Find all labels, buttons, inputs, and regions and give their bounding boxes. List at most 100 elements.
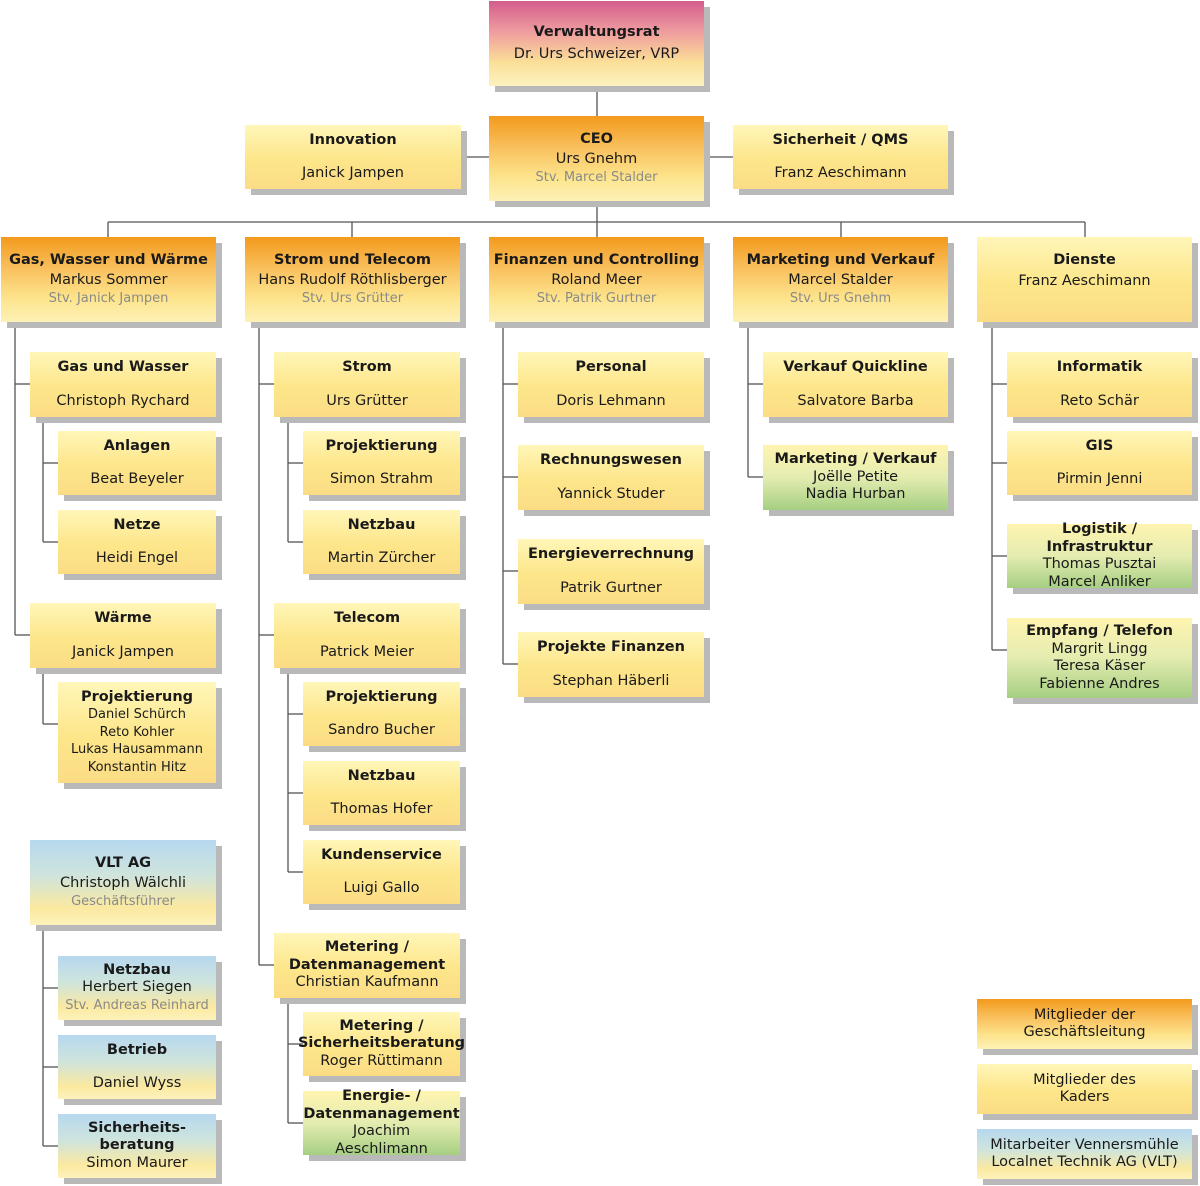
box-title: Anlagen xyxy=(103,437,171,454)
box-person: Patrick Meier xyxy=(320,643,414,660)
box-title: Metering / xyxy=(324,939,410,956)
box-deputy: Stv. Patrik Gurtner xyxy=(536,290,657,306)
box-title: Metering / xyxy=(339,1017,424,1034)
box-person: Franz Aeschimann xyxy=(1018,272,1151,289)
box-person: Janick Jampen xyxy=(302,165,404,181)
legend-management: Mitglieder der Geschäftsleitung xyxy=(977,999,1192,1049)
box-person: Herbert Siegen xyxy=(82,979,192,996)
box-person: Luigi Gallo xyxy=(343,880,420,896)
box-person: Sandro Bucher xyxy=(328,722,435,738)
box-title: Sicherheitsberatung xyxy=(297,1035,466,1052)
unit-box-heat: Wärme Janick Jampen xyxy=(30,603,216,668)
unit-box-construction-power: Netzbau Martin Zürcher xyxy=(303,510,460,574)
legend-label: Mitglieder des xyxy=(1033,1071,1136,1088)
legend-label: Localnet Technik AG (VLT) xyxy=(991,1154,1178,1170)
box-person: Marcel Anliker xyxy=(1048,573,1151,590)
department-box-services: Dienste Franz Aeschimann xyxy=(977,237,1192,322)
box-person: Franz Aeschimann xyxy=(774,165,907,181)
legend-label: Kaders xyxy=(1059,1089,1110,1105)
unit-box-reception: Empfang / Telefon Margrit Lingg Teresa K… xyxy=(1007,618,1192,698)
box-person: Stephan Häberli xyxy=(552,672,670,689)
box-person: Roger Rüttimann xyxy=(320,1052,443,1069)
box-person: Dr. Urs Schweizer, VRP xyxy=(513,45,680,62)
box-person: Thomas Hofer xyxy=(330,801,433,817)
box-title: Gas und Wasser xyxy=(57,359,189,375)
unit-box-logistics: Logistik / Infrastruktur Thomas Pusztai … xyxy=(1007,521,1192,590)
box-title: Netzbau xyxy=(347,767,416,784)
box-person: Doris Lehmann xyxy=(556,392,666,409)
box-title: Strom xyxy=(342,359,392,375)
unit-box-customer-service: Kundenservice Luigi Gallo xyxy=(303,840,460,904)
box-person: Simon Maurer xyxy=(86,1154,188,1171)
box-person: Patrik Gurtner xyxy=(560,579,662,596)
box-title: Empfang / Telefon xyxy=(1026,623,1173,639)
unit-box-energy-data: Energie- / Datenmanagement Joachim Aesch… xyxy=(303,1088,460,1157)
box-person: Margrit Lingg xyxy=(1051,640,1148,657)
unit-box-power: Strom Urs Grütter xyxy=(274,352,460,417)
unit-box-planning-power: Projektierung Simon Strahm xyxy=(303,431,460,495)
box-person: Heidi Engel xyxy=(95,550,179,566)
box-title: Sicherheit / QMS xyxy=(772,131,909,148)
box-person: Lukas Hausammann xyxy=(71,742,203,758)
unit-box-metering-safety: Metering / Sicherheitsberatung Roger Rüt… xyxy=(298,1012,465,1076)
unit-box-gas-water: Gas und Wasser Christoph Rychard xyxy=(30,352,216,417)
box-person: Beat Beyeler xyxy=(90,471,184,487)
unit-box-energy-billing: Energieverrechnung Patrik Gurtner xyxy=(518,539,704,604)
unit-box-gis: GIS Pirmin Jenni xyxy=(1007,431,1192,495)
box-deputy: Geschäftsführer xyxy=(71,893,175,909)
box-title: GIS xyxy=(1085,437,1114,454)
box-person: Nadia Hurban xyxy=(805,486,906,503)
unit-box-quickline-sales: Verkauf Quickline Salvatore Barba xyxy=(763,352,948,417)
box-person: Reto Kohler xyxy=(99,724,175,740)
legend-cadre: Mitglieder des Kaders xyxy=(977,1064,1192,1114)
legend-label: Geschäftsleitung xyxy=(1023,1024,1146,1040)
unit-box-networks: Netze Heidi Engel xyxy=(58,510,216,574)
box-title: Verwaltungsrat xyxy=(533,24,660,40)
box-person: Martin Zürcher xyxy=(327,550,436,566)
box-title: Finanzen und Controlling xyxy=(493,251,700,268)
box-person: Daniel Wyss xyxy=(92,1075,182,1091)
box-person: Roland Meer xyxy=(551,272,642,289)
box-title: Wärme xyxy=(94,610,152,626)
box-title: Marketing und Verkauf xyxy=(746,251,935,268)
box-person: Thomas Pusztai xyxy=(1042,556,1157,572)
unit-box-planning-heat: Projektierung Daniel Schürch Reto Kohler… xyxy=(58,682,216,783)
box-person: Christoph Wälchli xyxy=(60,875,186,892)
box-person: Urs Gnehm xyxy=(555,151,638,168)
box-deputy: Stv. Janick Jampen xyxy=(48,290,169,306)
box-title: Rechnungswesen xyxy=(540,452,682,468)
vlt-unit-box-operations: Betrieb Daniel Wyss xyxy=(58,1035,216,1099)
box-title: Innovation xyxy=(309,131,397,148)
box-title: Logistik / Infrastruktur xyxy=(1046,521,1153,555)
box-title: Dienste xyxy=(1053,252,1116,268)
box-person: Konstantin Hitz xyxy=(87,759,187,775)
box-title: Netzbau xyxy=(103,961,171,978)
unit-box-plants: Anlagen Beat Beyeler xyxy=(58,431,216,495)
box-person: Christian Kaufmann xyxy=(295,974,439,991)
board-box: Verwaltungsrat Dr. Urs Schweizer, VRP xyxy=(489,1,704,86)
box-deputy: Stv. Marcel Stalder xyxy=(535,169,658,185)
box-title: Datenmanagement xyxy=(288,956,446,973)
box-deputy: Stv. Urs Grütter xyxy=(301,290,404,306)
unit-box-metering: Metering / Datenmanagement Christian Kau… xyxy=(274,933,460,998)
unit-box-planning-telecom: Projektierung Sandro Bucher xyxy=(303,682,460,746)
legend-label: Mitarbeiter Vennersmühle xyxy=(990,1136,1179,1153)
security-qms-box: Sicherheit / QMS Franz Aeschimann xyxy=(733,125,948,189)
box-title: Marketing / Verkauf xyxy=(774,451,937,468)
box-title: Gas, Wasser und Wärme xyxy=(9,251,208,268)
department-box-gas-water-heat: Gas, Wasser und Wärme Markus Sommer Stv.… xyxy=(1,237,216,322)
legend-label: Mitglieder der xyxy=(1033,1006,1136,1023)
vlt-unit-box-safety: Sicherheits- beratung Simon Maurer xyxy=(58,1114,216,1178)
department-box-finance: Finanzen und Controlling Roland Meer Stv… xyxy=(489,237,704,322)
box-person: Teresa Käser xyxy=(1053,658,1146,674)
box-person: Daniel Schürch xyxy=(88,707,186,723)
box-person: Pirmin Jenni xyxy=(1056,471,1143,487)
unit-box-marketing-sales-staff: Marketing / Verkauf Joëlle Petite Nadia … xyxy=(763,445,948,510)
box-person: Joachim Aeschlimann xyxy=(335,1123,428,1157)
vlt-unit-box-grid: Netzbau Herbert Siegen Stv. Andreas Rein… xyxy=(58,956,216,1020)
box-title: Betrieb xyxy=(106,1041,168,1058)
box-title: beratung xyxy=(99,1137,175,1154)
vlt-box: VLT AG Christoph Wälchli Geschäftsführer xyxy=(30,840,216,925)
box-person: Urs Grütter xyxy=(326,392,408,409)
